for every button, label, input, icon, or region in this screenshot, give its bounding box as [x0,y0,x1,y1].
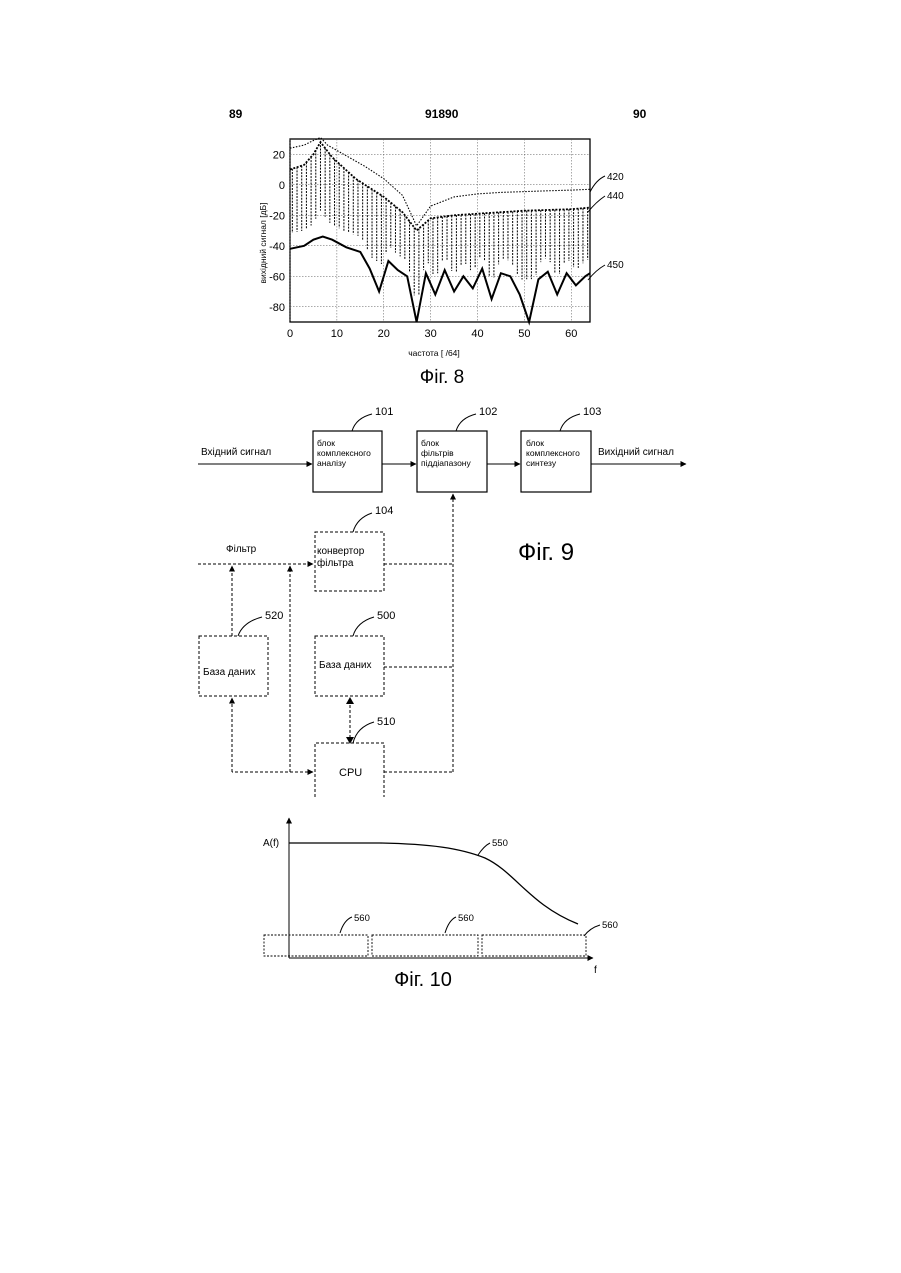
database-520-leader [238,617,262,636]
fig9-caption: Фіг. 9 [518,539,574,566]
db500-cpu-arrow-up [346,697,354,704]
block-101-leader [352,414,372,431]
block-101-line2: комплексного [317,448,371,458]
block-103-line1: блок [526,438,544,448]
fig8-y-tick-label: -80 [269,302,285,314]
block-103-line3: синтезу [526,458,557,468]
database-520-ref: 520 [265,610,283,622]
band-3-leader [584,925,600,936]
fig8-x-tick-label: 30 [425,328,437,340]
fig10-x-label: f [594,965,597,976]
series-420-ref: 420 [607,172,624,183]
fig10-y-label: A(f) [263,838,279,849]
fig8-caption: Фіг. 8 [420,367,464,388]
fig8-y-tick-label: -60 [269,271,285,283]
band-2-leader [445,917,456,933]
block-104-ref: 104 [375,505,393,517]
block-104-leader [353,513,372,532]
fig8-x-tick-label: 40 [471,328,483,340]
fig8-x-tick-label: 0 [287,328,293,340]
band-1-leader [340,917,352,933]
block-102-line3: піддіапазону [421,458,471,468]
fig10-caption: Фіг. 10 [394,969,452,991]
input-signal-label: Вхідний сигнал [201,447,271,458]
block-102-line1: блок [421,438,439,448]
cpu-510-leader [353,722,374,743]
fig8-x-tick-label: 10 [331,328,343,340]
database-500-ref: 500 [377,610,395,622]
block-103-leader [560,414,580,431]
series-440-ref: 440 [607,191,624,202]
database-500-leader [353,617,374,636]
block-101-line1: блок [317,438,335,448]
block-101-ref: 101 [375,406,393,418]
figure-8: 0 10 20 30 40 50 60 20 0 -20 -40 -60 -80 вихідний си… [258,138,624,389]
cpu-label: CPU [339,767,362,779]
fig8-y-tick-label: -40 [269,241,285,253]
fig8-x-tick-label: 60 [565,328,577,340]
cpu-510-ref: 510 [377,716,395,728]
band-560-ref-3: 560 [602,920,618,931]
fig8-x-tick-label: 20 [378,328,390,340]
fig8-y-tick-label: 20 [273,149,285,161]
fig8-x-tick-label: 50 [518,328,530,340]
series-420-leader [590,176,605,192]
output-signal-label: Вихідний сигнал [598,447,674,458]
band-560-ref-2: 560 [458,913,474,924]
figure-9: Вхідний сигнал Вихідний сигнал блок комп… [198,406,686,797]
band-560-3 [482,935,586,956]
block-104-line2: фільтра [317,557,354,569]
band-560-ref-1: 560 [354,913,370,924]
block-104-line1: конвертор [317,546,365,557]
block-103-ref: 103 [583,406,601,418]
block-101-line3: аналізу [317,458,347,468]
fig8-y-axis-label: вихідний сигнал [дБ] [258,202,268,283]
filter-label: Фільтр [226,544,257,555]
block-103-line2: комплексного [526,448,580,458]
database-520-label: База даних [203,667,255,678]
block-102-line2: фільтрів [421,448,454,458]
series-450-ref: 450 [607,260,624,271]
block-102-leader [456,414,476,431]
fig8-y-tick-label: 0 [279,180,285,192]
fig8-y-tick-label: -20 [269,210,285,222]
curve-550-ref: 550 [492,838,508,849]
block-102-ref: 102 [479,406,497,418]
database-500-label: База даних [319,660,371,671]
band-560-1 [264,935,368,956]
fig8-x-axis-label: частота [ /64] [408,348,460,358]
database-520 [199,636,268,696]
band-560-2 [372,935,478,956]
figure-10: A(f) f 550 560 560 560 Фіг. 10 [263,818,618,991]
curve-550-leader [478,843,490,855]
response-curve-550 [289,843,578,924]
